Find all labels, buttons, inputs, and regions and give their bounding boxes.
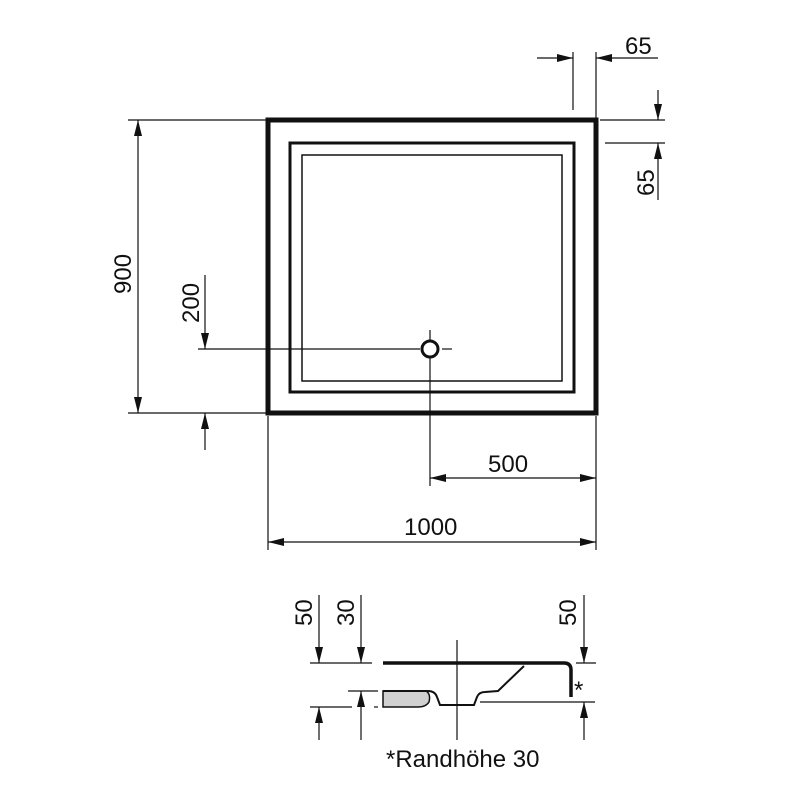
dim-label: 30 — [333, 599, 360, 626]
dim-label: 65 — [625, 33, 652, 60]
dim-drain-x: 500 — [429, 358, 597, 550]
asterisk-marker: * — [574, 677, 583, 704]
dim-label: 50 — [291, 599, 318, 626]
dim-label: 1000 — [404, 514, 457, 541]
rim-height-note: *Randhöhe 30 — [386, 746, 539, 773]
section-view: 50 30 50 * *Randhöhe 30 — [291, 595, 596, 773]
dim-label: 50 — [555, 599, 582, 626]
dim-label: 900 — [110, 254, 137, 294]
dim-label: 65 — [633, 169, 660, 196]
dim-width: 1000 — [267, 416, 596, 550]
tray-basin — [301, 154, 563, 382]
dim-rim-top: 65 — [537, 33, 658, 118]
dim-drain-y: 200 — [178, 275, 420, 450]
dim-rim-side: 65 — [600, 90, 665, 200]
dim-label: 500 — [488, 451, 528, 478]
tray-profile — [383, 665, 525, 706]
tray-base-fill — [382, 690, 431, 708]
tray-rim-inner-edge — [288, 141, 576, 394]
plan-view — [265, 117, 599, 416]
dim-depth: 900 — [110, 119, 268, 414]
dim-label: 200 — [178, 283, 205, 323]
tray-rim — [383, 661, 573, 697]
tray-outer-edge — [265, 117, 599, 416]
drain-icon — [420, 339, 440, 359]
